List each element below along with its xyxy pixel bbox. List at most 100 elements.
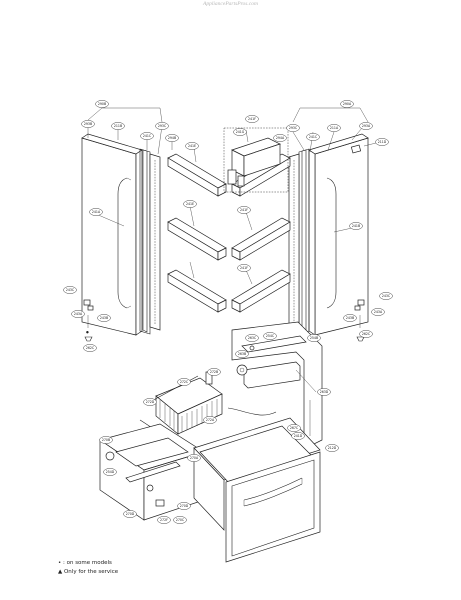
- callout-270B: 270B: [99, 436, 113, 444]
- door-bins: [167, 127, 291, 313]
- bin-left-2: [167, 217, 227, 261]
- callout-241C-right: 241C: [306, 133, 320, 141]
- callout-267C: 267C: [287, 424, 301, 432]
- callout-241D: 241D: [291, 432, 305, 440]
- svg-text:241D: 241D: [294, 434, 303, 438]
- callout-241C-left: 241C: [140, 132, 154, 140]
- bin-detail-box: [223, 127, 289, 193]
- bin-right-3: [231, 269, 291, 313]
- bin-right-2: [231, 217, 291, 261]
- watermark-text: AppliancePartsPros.com: [203, 1, 258, 7]
- callout-243C-right: 243C: [379, 292, 393, 300]
- callout-212D: 212D: [325, 444, 339, 452]
- basket-side: [177, 393, 223, 435]
- callout-294A: 294A: [273, 134, 287, 142]
- callout-254D: 254D: [103, 468, 117, 476]
- svg-text:241F: 241F: [248, 117, 256, 121]
- callout-243C-left: 243C: [63, 286, 77, 294]
- svg-text:267C: 267C: [290, 426, 299, 430]
- callout-211B: 211B: [111, 122, 125, 130]
- callout-263B: 263B: [235, 350, 249, 358]
- freezer-drawer-box: [99, 423, 205, 521]
- svg-text:211A: 211A: [330, 126, 339, 130]
- svg-text:293A: 293A: [362, 124, 371, 128]
- svg-text:241B: 241B: [352, 224, 360, 228]
- right-door-panel: [314, 137, 369, 336]
- svg-text:272D: 272D: [146, 400, 155, 404]
- freezer-door: [193, 417, 321, 563]
- svg-text:241E: 241E: [188, 144, 196, 148]
- svg-text:243A: 243A: [74, 312, 83, 316]
- callout-290B: 290B: [95, 100, 109, 108]
- drawer-roller: [105, 451, 115, 461]
- svg-text:241F: 241F: [240, 208, 248, 212]
- callout-270D-left: 270D: [123, 510, 137, 518]
- callout-263C: 263C: [245, 334, 259, 342]
- svg-text:241C: 241C: [143, 134, 152, 138]
- right-door-gasket: [298, 148, 310, 335]
- svg-text:243B: 243B: [100, 316, 108, 320]
- callout-241G: 241G: [233, 128, 247, 136]
- right-door-side-edge: [308, 149, 316, 336]
- callout-243A-right: 243A: [371, 308, 385, 316]
- callout-270D-right: 270D: [177, 502, 191, 510]
- svg-text:243A: 243A: [374, 310, 383, 314]
- left-hinge-part: [83, 299, 91, 306]
- rail-bracket: [243, 361, 301, 389]
- svg-text:241A: 241A: [92, 210, 101, 214]
- svg-text:254B: 254B: [310, 336, 318, 340]
- svg-text:262C: 262C: [86, 346, 95, 350]
- callout-293C-right: 293C: [286, 124, 300, 132]
- svg-text:294B: 294B: [168, 136, 176, 140]
- rail-roller: [236, 364, 248, 376]
- callout-272D: 272D: [143, 398, 157, 406]
- legend-service-only: ▲ Only for the service: [58, 569, 119, 575]
- callout-241B: 241B: [349, 222, 363, 230]
- callout-211A: 211A: [327, 124, 341, 132]
- svg-text:293C: 293C: [158, 124, 167, 128]
- callout-270C: 270C: [173, 516, 187, 524]
- svg-text:294A: 294A: [276, 136, 285, 140]
- freezer-rail-assembly: [231, 321, 323, 447]
- callout-241F-mid: 241F: [237, 206, 251, 214]
- callout-241E-top: 241E: [185, 142, 199, 150]
- svg-text:241C: 241C: [309, 135, 318, 139]
- callout-290A: 290A: [340, 100, 354, 108]
- svg-text:243B: 243B: [346, 316, 354, 320]
- svg-text:241E: 241E: [186, 202, 194, 206]
- svg-text:211B: 211B: [114, 124, 122, 128]
- svg-text:263B: 263B: [238, 352, 246, 356]
- rail-top: [241, 335, 307, 353]
- svg-text:270B: 270B: [102, 438, 110, 442]
- top-bin-assembly: [227, 137, 281, 187]
- svg-text:272A: 272A: [206, 418, 215, 422]
- callout-263D: 263D: [317, 388, 331, 396]
- callout-254C: 254C: [263, 332, 277, 340]
- svg-text:272C: 272C: [180, 380, 189, 384]
- freezer-door-handle: [243, 477, 303, 501]
- svg-text:243C: 243C: [66, 288, 75, 292]
- svg-text:212D: 212D: [328, 446, 337, 450]
- freezer-door-front: [225, 451, 321, 563]
- callout-272F: 272F: [157, 516, 171, 524]
- svg-text:●: ●: [86, 330, 89, 334]
- legend-on-some-models: • : on some models: [58, 560, 112, 566]
- svg-text:243C: 243C: [382, 294, 391, 298]
- callout-272C: 272C: [177, 378, 191, 386]
- svg-text:293C: 293C: [289, 126, 298, 130]
- svg-text:241G: 241G: [236, 130, 245, 134]
- callout-270A: 270A: [187, 454, 201, 462]
- callout-241F-low: 241F: [237, 264, 251, 272]
- callout-243B-left: 243B: [97, 314, 111, 322]
- bin-left-1: [167, 153, 227, 197]
- svg-text:293B: 293B: [84, 122, 92, 126]
- svg-text:270C: 270C: [176, 518, 185, 522]
- callout-241A: 241A: [89, 208, 103, 216]
- svg-text:290B: 290B: [98, 102, 106, 106]
- callout-293C-left: 293C: [155, 122, 169, 130]
- callouts: 290B 290A 293B 211B 293C 241C 294B 241F …: [63, 100, 393, 524]
- callout-241F-top: 241F: [245, 115, 259, 123]
- callout-293B: 293B: [81, 120, 95, 128]
- left-door-panel: [81, 137, 137, 336]
